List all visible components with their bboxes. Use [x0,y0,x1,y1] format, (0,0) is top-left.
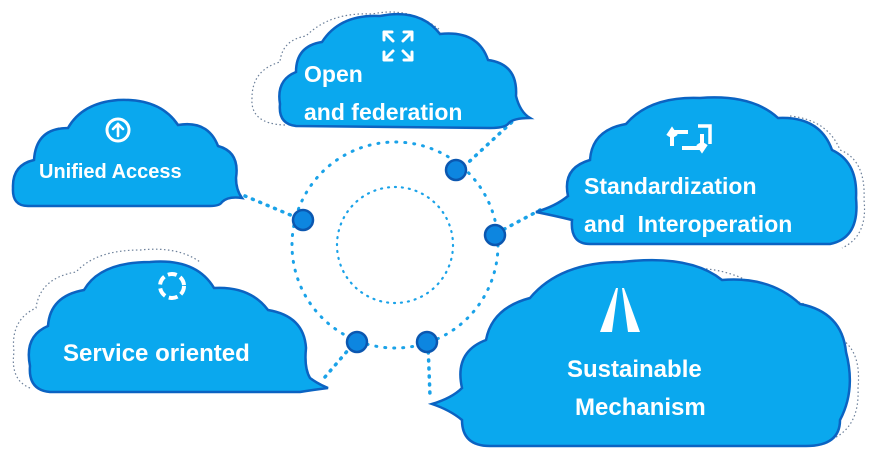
label-standardization-line-2: and Interoperation [584,211,792,237]
node-standardization [483,223,507,247]
label-standardization-line-1: Standardization [584,173,757,199]
cloud-shape [427,258,852,448]
label-service-oriented-line-1: Service oriented [63,340,250,367]
label-sustainable-line-2: Mechanism [575,394,706,421]
loop-circle-icon [158,272,186,300]
connector-open-federation [456,120,514,174]
node-service-oriented [345,330,369,354]
outer-dotted-ring [290,140,500,350]
inner-dotted-ring [335,185,455,305]
road-icon [600,288,640,332]
cloud-sustainable: Sustainable Mechanism [427,258,860,448]
expand-arrows-icon [382,30,414,62]
cloud-shadow-outline [12,248,201,389]
cloud-standardization: Standardization and Interoperation [535,96,866,249]
node-open-federation [444,158,468,182]
ring-nodes [291,158,507,354]
cloud-shadow-outline [789,115,866,249]
cloud-shape [11,98,245,208]
cloud-open-federation: Open and federation [251,11,535,130]
center-rings [290,140,500,350]
label-sustainable-line-1: Sustainable [567,356,702,383]
connector-unified-access [243,194,302,221]
cloud-shadow-outline [251,11,441,126]
swap-arrows-icon [666,124,712,154]
cloud-shape [27,260,329,394]
label-open-federation-line-1: Open [304,61,363,87]
cloud-shape [278,12,535,130]
label-open-federation-line-2: and federation [304,99,462,125]
label-unified-access-line-1: Unified Access [39,161,182,183]
cloud-service-oriented: Service oriented [12,248,329,394]
up-arrow-circle-icon [105,117,131,143]
cloud-unified-access: Unified Access [11,98,245,208]
cloud-shape [535,96,858,246]
node-sustainable [415,330,439,354]
node-unified-access [291,208,315,232]
